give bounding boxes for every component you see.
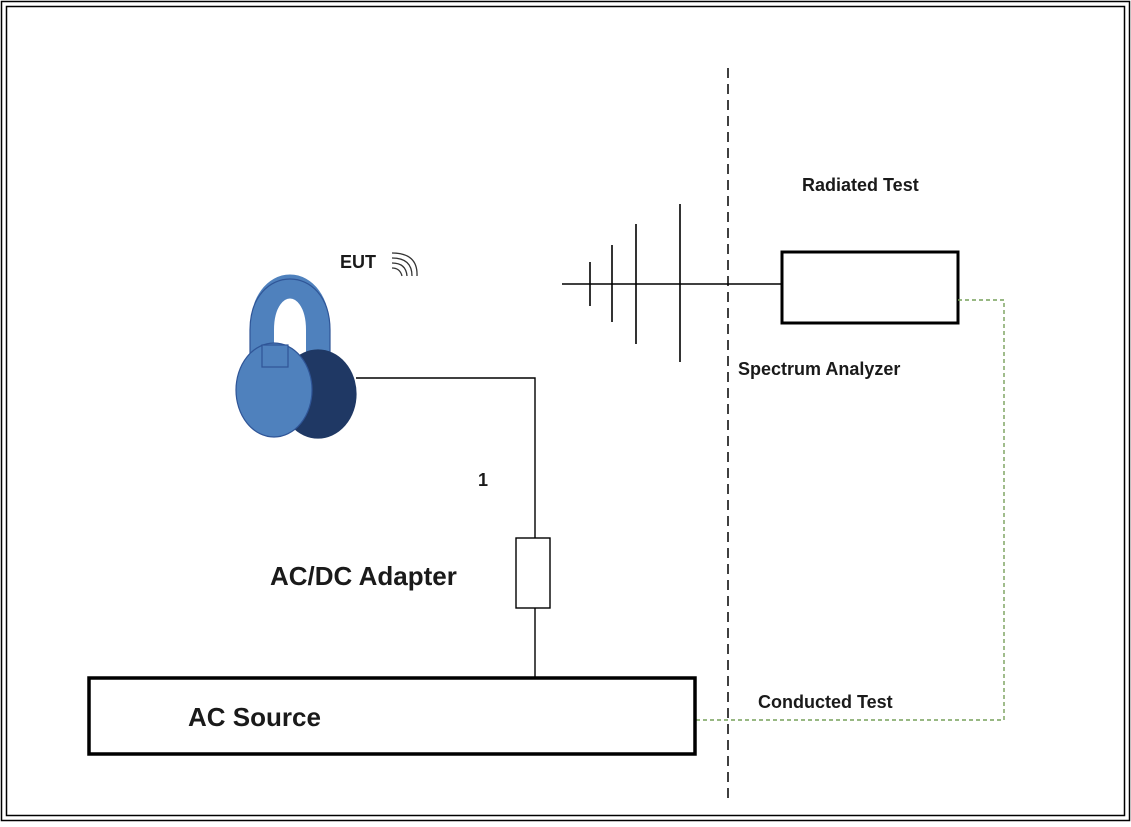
ac-dc-adapter-label: AC/DC Adapter xyxy=(270,561,457,591)
ac-source-label: AC Source xyxy=(188,702,321,732)
ac-source-box xyxy=(87,676,697,756)
conducted-test-label: Conducted Test xyxy=(758,692,893,712)
wireless-signal-icon xyxy=(391,252,418,277)
spectrum-analyzer-label: Spectrum Analyzer xyxy=(738,359,900,379)
eut-label: EUT xyxy=(340,252,376,272)
spectrum-analyzer-box xyxy=(780,250,960,325)
log-periodic-antenna-icon xyxy=(562,204,782,362)
eut-cable xyxy=(356,377,536,538)
conducted-test-line xyxy=(695,299,1005,721)
radiated-test-label: Radiated Test xyxy=(802,175,919,195)
ac-dc-adapter-box xyxy=(515,537,551,609)
cable-number-label: 1 xyxy=(478,470,488,490)
headphones-icon xyxy=(235,274,357,439)
